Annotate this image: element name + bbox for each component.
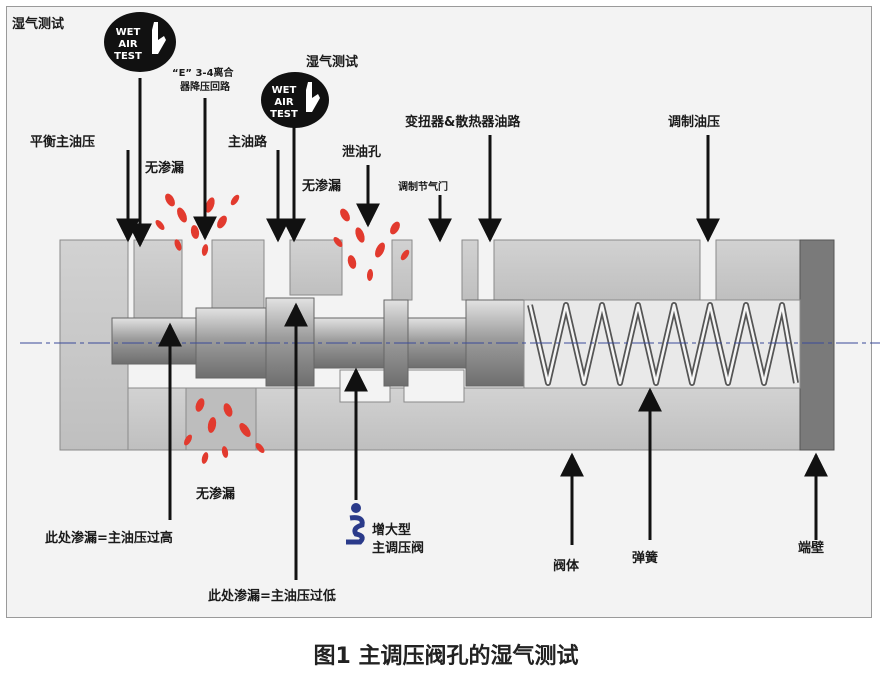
- label-converter: 变扭器&散热器油路: [405, 114, 521, 130]
- label-wet-test-mid: 湿气测试: [306, 54, 358, 70]
- leak-spray-mid: [333, 208, 410, 281]
- label-wet-test-left: 湿气测试: [12, 16, 64, 32]
- label-leak-high: 此处渗漏=主油压过高: [45, 530, 173, 546]
- label-main-line: 主油路: [228, 134, 268, 150]
- label-leak-low: 此处渗漏=主油压过低: [208, 588, 336, 604]
- wet-air-test-badge-left: WET AIR TEST: [104, 12, 176, 72]
- leak-spray-top: [155, 193, 240, 256]
- leak-spray-bottom: [184, 398, 265, 464]
- svg-text:AIR: AIR: [274, 97, 293, 108]
- valve-diagram: WET AIR TEST WET AIR TEST 湿气测试 “E” 3-4离合…: [12, 12, 880, 604]
- boost-valve-icon: [346, 503, 365, 545]
- figure-caption: 图1 主调压阀孔的湿气测试: [313, 644, 579, 669]
- end-wall: [799, 239, 835, 451]
- valve-body: [59, 239, 835, 451]
- label-balanced-line: 平衡主油压: [30, 134, 95, 150]
- svg-text:AIR: AIR: [118, 39, 137, 50]
- svg-text:WET: WET: [116, 27, 141, 38]
- label-valve-body: 阀体: [553, 558, 580, 574]
- label-throttle: 调制节气门: [398, 180, 448, 193]
- label-end-wall: 端壁: [798, 540, 824, 556]
- label-no-leak-1: 无渗漏: [144, 160, 184, 176]
- arrows: [116, 78, 828, 580]
- svg-text:TEST: TEST: [270, 109, 298, 120]
- label-boost-2: 主调压阀: [372, 540, 424, 556]
- label-no-leak-2: 无渗漏: [301, 178, 341, 194]
- svg-text:WET: WET: [272, 85, 297, 96]
- wet-air-test-badge-mid: WET AIR TEST: [261, 72, 329, 128]
- label-no-leak-3: 无渗漏: [195, 486, 235, 502]
- label-boost-1: 增大型: [372, 522, 411, 538]
- label-modulated: 调制油压: [668, 114, 720, 130]
- svg-text:TEST: TEST: [114, 51, 142, 62]
- label-exhaust: 泄油孔: [342, 144, 381, 160]
- label-e-circuit-2: 器降压回路: [179, 80, 231, 93]
- spring: [523, 299, 801, 389]
- label-e-circuit-1: “E” 3-4离合: [172, 66, 235, 79]
- label-spring: 弹簧: [632, 550, 658, 566]
